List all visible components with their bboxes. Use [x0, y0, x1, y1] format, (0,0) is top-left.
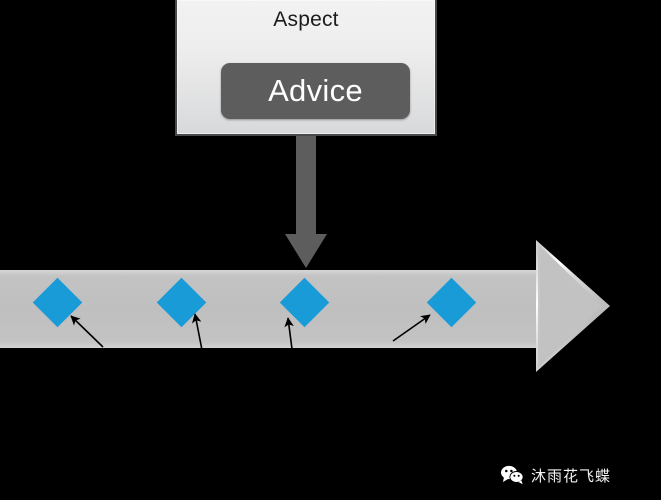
aspect-box-title: Aspect [273, 8, 339, 31]
aspect-box: Aspect Advice [175, 0, 437, 136]
advice-applies-arrow [285, 136, 327, 268]
advice-pill: Advice [221, 63, 410, 119]
watermark-text: 沐雨花飞蝶 [531, 467, 612, 485]
watermark: 沐雨花飞蝶 [500, 462, 611, 488]
advice-pill-label: Advice [268, 73, 363, 108]
wechat-icon [501, 465, 524, 485]
